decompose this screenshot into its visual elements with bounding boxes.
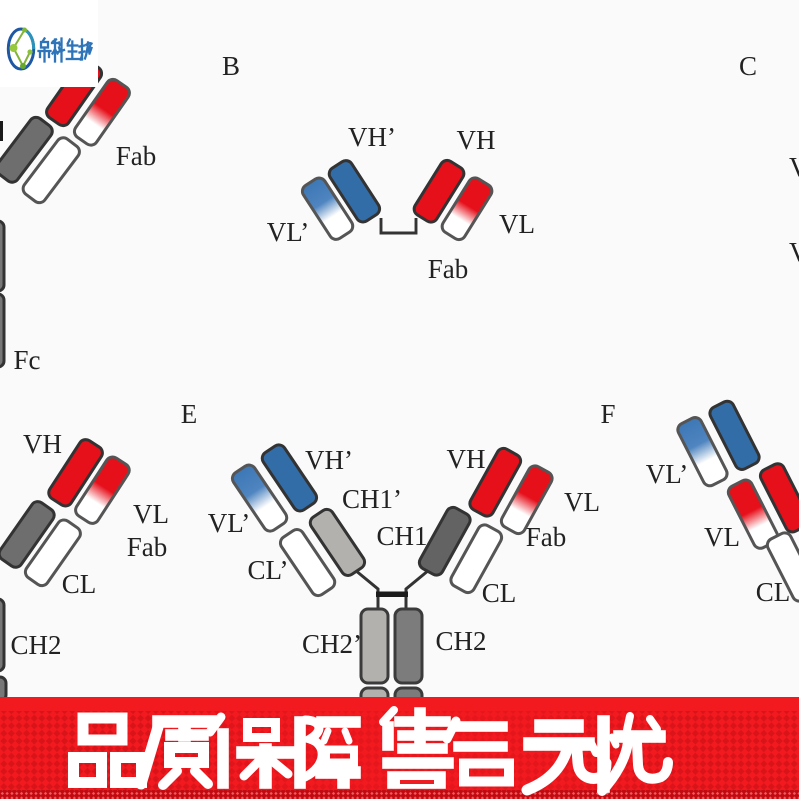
svg-text:VL: VL: [564, 487, 600, 517]
svg-text:Fab: Fab: [127, 532, 168, 562]
svg-text:VL: VL: [704, 522, 740, 552]
svg-text:VL’: VL’: [646, 459, 689, 489]
svg-text:VH: VH: [447, 444, 486, 474]
svg-text:CH2’: CH2’: [302, 629, 362, 659]
svg-text:VH: VH: [23, 429, 62, 459]
svg-text:VL: VL: [133, 499, 169, 529]
svg-text:CL: CL: [482, 578, 517, 608]
svg-text:C: C: [739, 51, 757, 81]
svg-text:E: E: [181, 399, 198, 429]
svg-text:Fab: Fab: [116, 141, 157, 171]
svg-text:CH2: CH2: [10, 630, 61, 660]
svg-text:VH’: VH’: [305, 445, 353, 475]
svg-text:B: B: [222, 51, 240, 81]
svg-text:VH: VH: [457, 125, 496, 155]
svg-text:CL: CL: [756, 577, 791, 607]
svg-text:F: F: [600, 399, 615, 429]
svg-text:Fab: Fab: [428, 254, 469, 284]
svg-text:VL’: VL’: [208, 508, 251, 538]
svg-text:CH1: CH1: [376, 521, 427, 551]
svg-text:CH1’: CH1’: [342, 484, 402, 514]
svg-text:V: V: [789, 152, 799, 182]
svg-text:VL’: VL’: [267, 217, 310, 247]
svg-text:V: V: [789, 237, 799, 267]
svg-text:Fc: Fc: [14, 345, 41, 375]
svg-text:Fab: Fab: [526, 522, 567, 552]
svg-text:VH’: VH’: [348, 122, 396, 152]
svg-text:CH2: CH2: [435, 626, 486, 656]
svg-text:VL: VL: [499, 209, 535, 239]
svg-text:CL: CL: [62, 569, 97, 599]
svg-text:CL’: CL’: [247, 555, 288, 585]
